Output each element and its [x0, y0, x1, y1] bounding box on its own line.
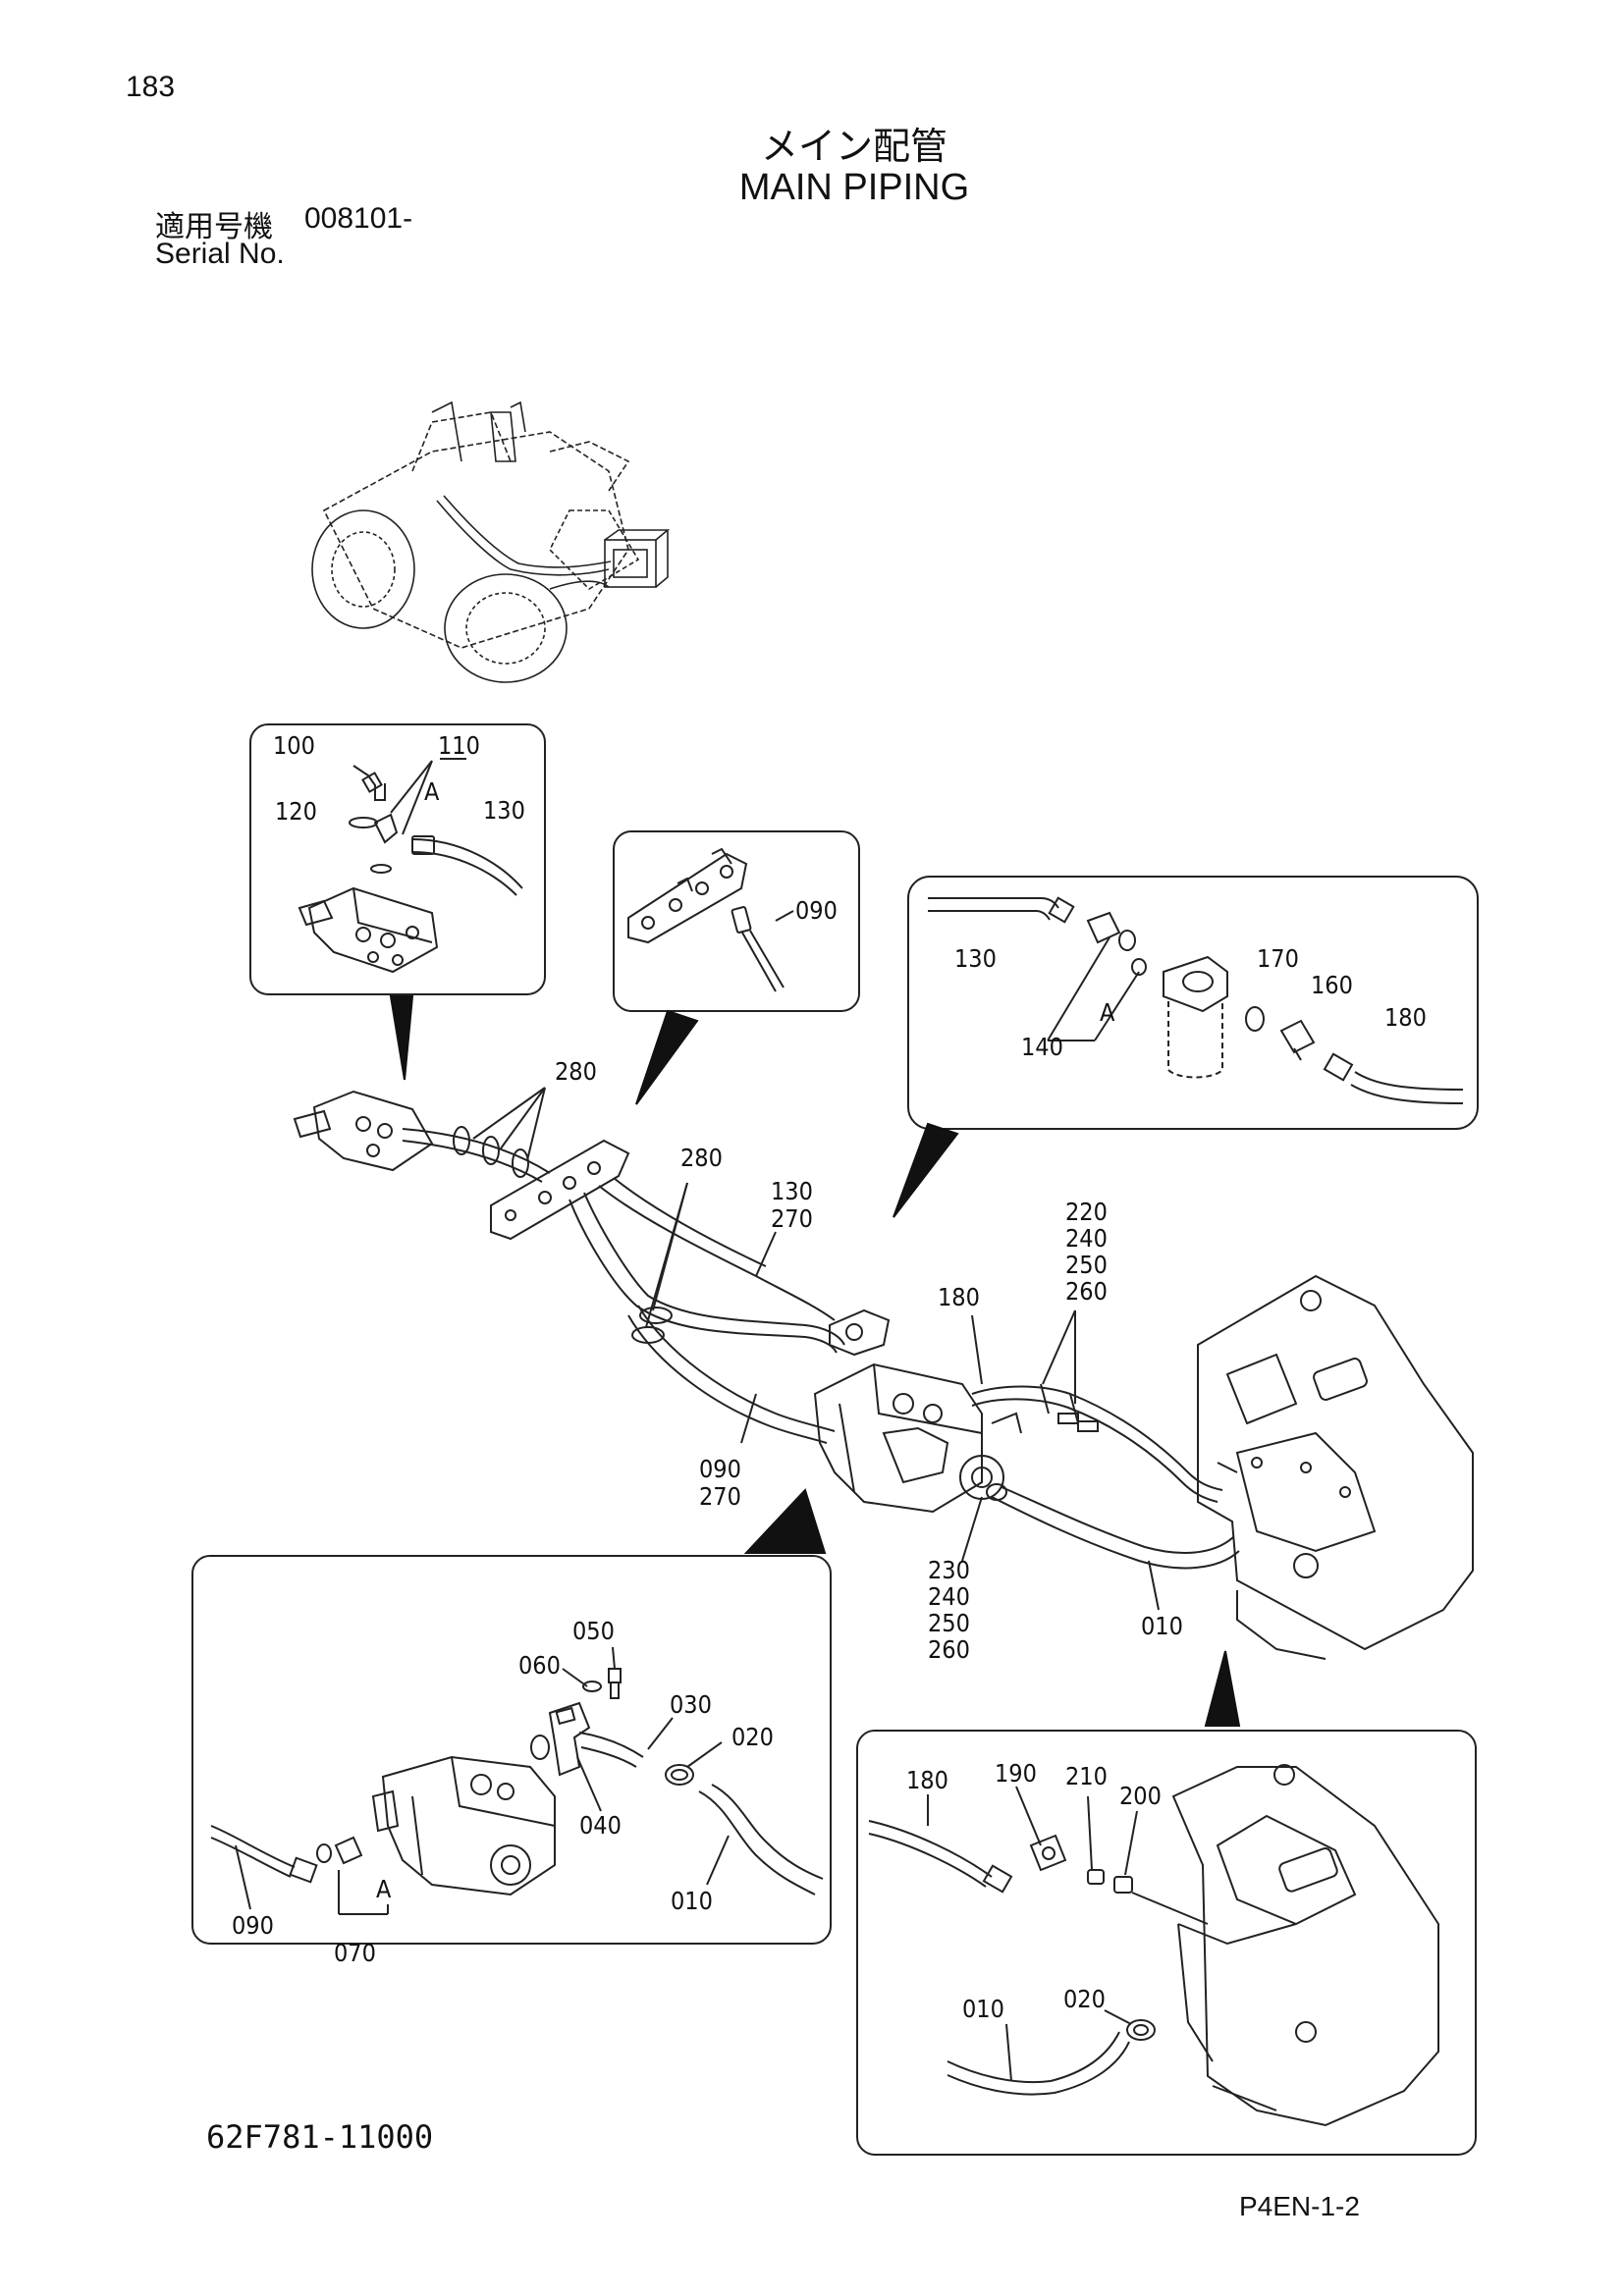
callout-250: 250 — [928, 1609, 970, 1637]
page-number: 183 — [126, 71, 176, 103]
callout-100: 100 — [273, 731, 315, 760]
callout-200: 200 — [1119, 1782, 1162, 1810]
callout-130: 130 — [954, 944, 997, 973]
page-code: P4EN-1-2 — [1239, 2191, 1360, 2221]
callout-190: 190 — [995, 1759, 1037, 1788]
callout-280: 280 — [680, 1144, 723, 1172]
pointer-triangles — [389, 995, 1241, 1727]
callout-280: 280 — [555, 1057, 597, 1086]
callout-010: 010 — [962, 1995, 1004, 2023]
callout-170: 170 — [1257, 944, 1299, 973]
callout-a-label: A — [1100, 998, 1115, 1027]
serial-label-english: Serial No. — [155, 238, 285, 270]
callout-140: 140 — [1021, 1033, 1063, 1061]
machine-overview-illustration — [311, 400, 671, 683]
callout-a-label: A — [424, 777, 440, 806]
bracket-detail-box — [613, 830, 860, 1012]
pump-detail-box — [191, 1555, 832, 1945]
document-code: 62F781-11000 — [206, 2118, 434, 2156]
filter-detail-box — [907, 876, 1479, 1130]
callout-040: 040 — [579, 1811, 622, 1840]
page-title-english: MAIN PIPING — [738, 167, 970, 208]
callout-a-label: A — [376, 1875, 392, 1903]
callout-240: 240 — [928, 1582, 970, 1611]
callout-270: 270 — [699, 1482, 741, 1511]
callout-260: 260 — [1065, 1277, 1108, 1306]
callout-060: 060 — [518, 1651, 561, 1680]
callout-120: 120 — [275, 797, 317, 826]
callout-090: 090 — [232, 1911, 274, 1940]
callout-090: 090 — [699, 1455, 741, 1483]
serial-number-value: 008101- — [304, 202, 413, 235]
callout-180: 180 — [906, 1766, 948, 1794]
serial-label-japanese: 適用号機 — [155, 210, 273, 244]
tank-detail-box — [856, 1730, 1477, 2156]
callout-020: 020 — [731, 1723, 774, 1751]
callout-010: 010 — [1141, 1612, 1183, 1640]
callout-110: 110 — [438, 731, 480, 760]
callout-230: 230 — [928, 1556, 970, 1584]
callout-090: 090 — [795, 896, 838, 925]
callout-250: 250 — [1065, 1251, 1108, 1279]
callout-050: 050 — [572, 1617, 615, 1645]
callout-180: 180 — [1384, 1003, 1427, 1032]
page-title-japanese: メイン配管 — [760, 125, 947, 168]
callout-010: 010 — [671, 1887, 713, 1915]
callout-020: 020 — [1063, 1985, 1106, 2013]
callout-130: 130 — [771, 1177, 813, 1205]
valve-detail-box — [249, 723, 546, 995]
callout-labels: 100 110 A 120 130 090 130 170 160 180 A … — [232, 731, 1427, 2023]
callout-270: 270 — [771, 1204, 813, 1233]
callout-260: 260 — [928, 1635, 970, 1664]
main-assembly-illustration — [293, 1087, 1474, 1660]
callout-070: 070 — [334, 1939, 376, 1967]
callout-160: 160 — [1311, 971, 1353, 999]
callout-240: 240 — [1065, 1224, 1108, 1253]
callout-210: 210 — [1065, 1762, 1108, 1790]
callout-220: 220 — [1065, 1198, 1108, 1226]
callout-030: 030 — [670, 1690, 712, 1719]
callout-130: 130 — [483, 796, 525, 825]
callout-180: 180 — [938, 1283, 980, 1311]
